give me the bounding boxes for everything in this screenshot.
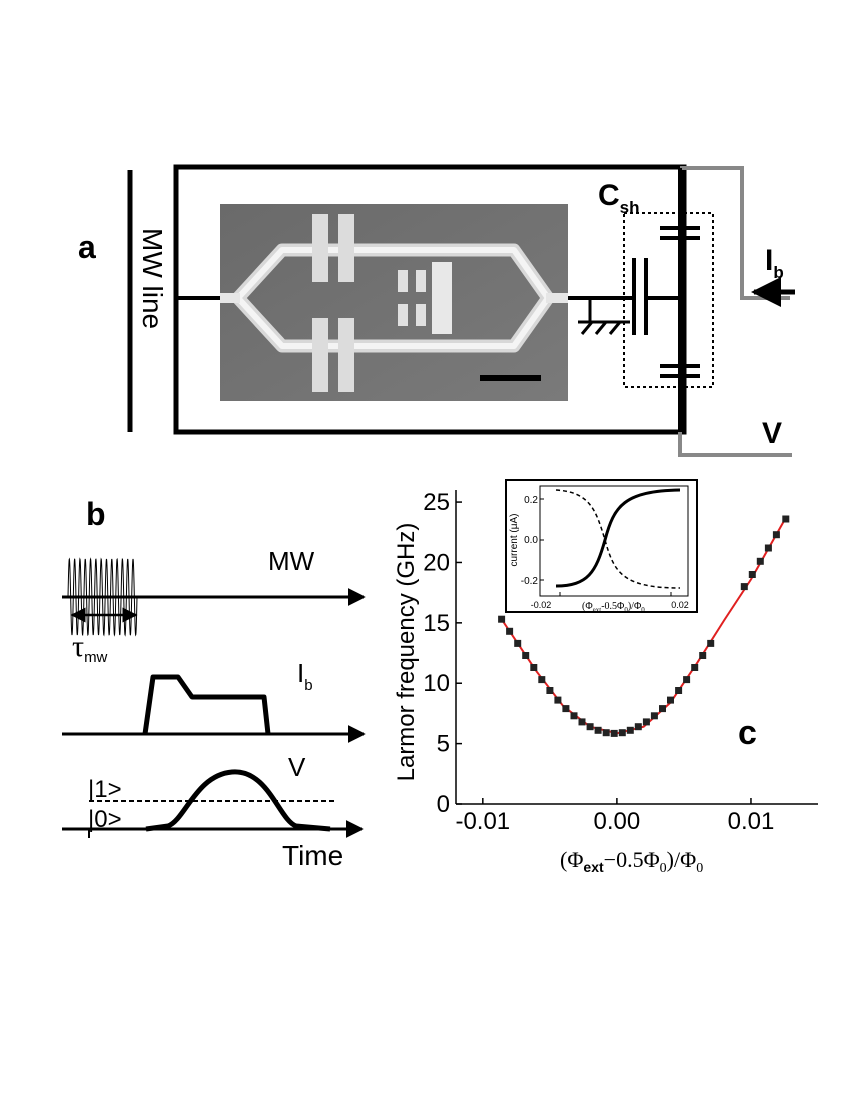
data-point-12 bbox=[594, 726, 602, 734]
data-point-30 bbox=[764, 544, 772, 552]
data-point-27 bbox=[740, 583, 748, 591]
state0-label: |0> bbox=[88, 806, 122, 833]
panel-a-label: a bbox=[78, 229, 96, 265]
mw-pulse bbox=[67, 557, 138, 637]
data-point-25 bbox=[699, 652, 707, 659]
mw-label: MW bbox=[268, 546, 315, 576]
time-label: Time bbox=[282, 840, 343, 871]
y-tick-label-5: 25 bbox=[423, 489, 450, 516]
inset-chart: 0.2 0.0 -0.2 -0.02 0.02 current (μA) (Φe… bbox=[505, 479, 698, 614]
inset-ytick-0: 0.2 bbox=[524, 495, 538, 506]
data-point-32 bbox=[782, 515, 790, 523]
state1-label: |1> bbox=[88, 776, 122, 803]
data-point-1 bbox=[506, 627, 514, 635]
y-tick-label-1: 5 bbox=[437, 731, 450, 758]
inset-ylabel: current (μA) bbox=[509, 514, 520, 567]
panel-b: b MW τmw Ib V |1> |0> Time bbox=[62, 496, 366, 871]
panel-c: 0 5 10 15 20 25 -0.01 0.00 0.01 c Larmor frequen… bbox=[393, 479, 818, 876]
data-point-18 bbox=[642, 718, 650, 726]
y-tick-label-2: 10 bbox=[423, 670, 450, 697]
ib-pulse-label: Ib bbox=[297, 658, 313, 694]
y-tick-label-3: 15 bbox=[423, 610, 450, 637]
data-point-9 bbox=[570, 712, 578, 720]
data-point-21 bbox=[667, 696, 674, 704]
sem-image bbox=[220, 204, 568, 401]
v-pulse bbox=[145, 769, 331, 832]
data-point-7 bbox=[554, 696, 562, 704]
mw-line-label: MW line bbox=[137, 228, 168, 329]
data-point-2 bbox=[514, 639, 522, 647]
panel-b-label: b bbox=[86, 496, 106, 532]
y-tick-label-4: 20 bbox=[423, 549, 450, 576]
data-point-8 bbox=[562, 705, 570, 713]
larmor-chart: 0 5 10 15 20 25 -0.01 0.00 0.01 bbox=[423, 489, 818, 835]
chart-xlabel: (Φext−0.5Φ0)/Φ0 bbox=[560, 847, 703, 876]
inset-xlabel: (Φext-0.5Φ0)/Φ0 bbox=[582, 601, 645, 614]
y-tick-label-0: 0 bbox=[437, 791, 450, 818]
x-tick-label-0: -0.01 bbox=[455, 808, 510, 835]
panel-c-label: c bbox=[738, 714, 757, 752]
data-point-11 bbox=[586, 723, 594, 731]
capacitor-top bbox=[660, 226, 700, 240]
x-tick-label-1: 0.00 bbox=[594, 808, 641, 835]
data-point-17 bbox=[634, 723, 642, 731]
data-point-24 bbox=[691, 664, 699, 671]
ground-icon bbox=[578, 300, 630, 335]
data-point-4 bbox=[530, 664, 538, 671]
data-point-3 bbox=[522, 652, 530, 659]
ib-pulse bbox=[142, 674, 271, 735]
csh-label: Csh bbox=[598, 179, 640, 217]
data-point-19 bbox=[650, 712, 658, 720]
voltage-line bbox=[678, 432, 792, 457]
data-point-6 bbox=[546, 687, 554, 694]
chart-ylabel: Larmor frequency (GHz) bbox=[393, 523, 420, 782]
data-point-28 bbox=[748, 571, 756, 578]
data-point-0 bbox=[498, 615, 506, 623]
capacitor-bottom bbox=[660, 364, 700, 378]
v-pulse-label: V bbox=[288, 752, 306, 782]
data-point-16 bbox=[626, 726, 634, 734]
data-point-5 bbox=[538, 676, 546, 684]
inset-solid-curve bbox=[555, 488, 681, 588]
capacitor-shunt bbox=[632, 258, 648, 335]
data-point-23 bbox=[683, 676, 691, 684]
data-point-29 bbox=[756, 557, 764, 565]
inset-ticks bbox=[540, 498, 672, 596]
csh-box bbox=[623, 212, 714, 388]
data-point-14 bbox=[610, 729, 618, 737]
x-tick-label-2: 0.01 bbox=[728, 808, 775, 835]
inset-xtick-1: 0.02 bbox=[671, 600, 689, 610]
data-point-26 bbox=[707, 639, 715, 647]
inset-ytick-1: 0.0 bbox=[524, 535, 538, 546]
data-point-10 bbox=[578, 718, 586, 726]
inset-xtick-0: -0.02 bbox=[531, 600, 552, 610]
v-label: V bbox=[762, 417, 782, 450]
tau-label: τmw bbox=[72, 630, 108, 666]
data-point-22 bbox=[675, 687, 683, 694]
data-point-13 bbox=[602, 729, 610, 737]
data-point-15 bbox=[618, 729, 626, 737]
data-point-20 bbox=[659, 705, 666, 713]
data-point-31 bbox=[772, 531, 780, 539]
ib-label: Ib bbox=[765, 244, 784, 282]
fit-line bbox=[500, 517, 787, 735]
inset-ytick-2: -0.2 bbox=[521, 576, 539, 587]
panel-a: a MW line bbox=[78, 164, 795, 457]
